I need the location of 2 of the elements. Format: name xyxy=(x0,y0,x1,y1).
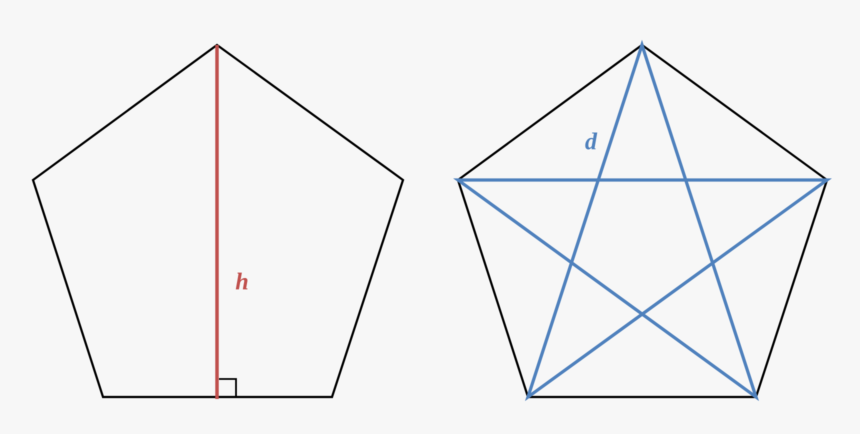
label: d xyxy=(585,132,598,150)
label: h xyxy=(236,272,248,290)
